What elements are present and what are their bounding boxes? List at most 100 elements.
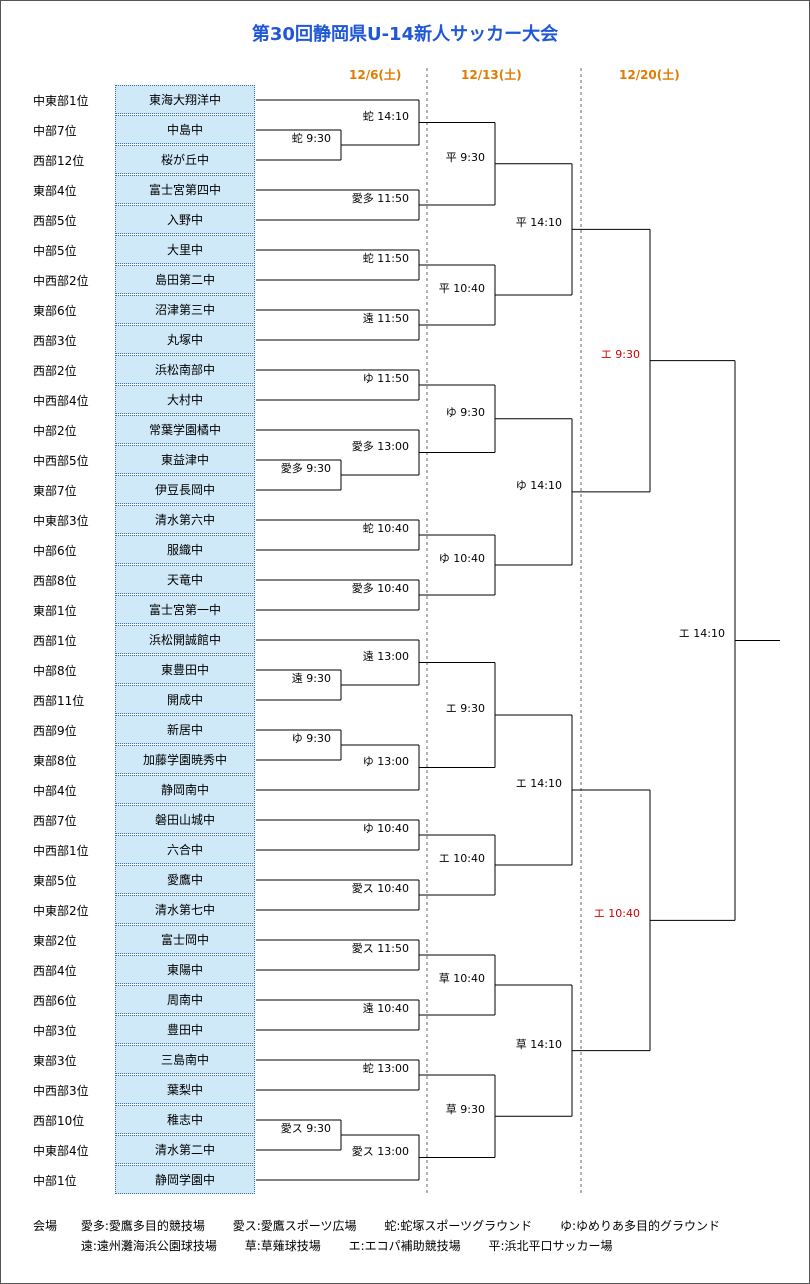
seed-label: 西部9位 xyxy=(33,724,77,738)
team-box: 周南中 xyxy=(115,985,255,1014)
match-label: エ 9:30 xyxy=(445,702,485,715)
seed-label: 東部5位 xyxy=(33,874,77,888)
seed-label: 中部8位 xyxy=(33,664,77,678)
venue-item: ゆ:ゆめりあ多目的グラウンド xyxy=(559,1219,721,1233)
match-label: 愛多 13:00 xyxy=(351,439,409,453)
seed-label: 西部12位 xyxy=(33,154,85,168)
seed-label: 中部5位 xyxy=(33,244,77,258)
seed-label: 中東部2位 xyxy=(33,904,89,918)
match-label: 愛多 9:30 xyxy=(280,462,331,475)
seed-label: 東部6位 xyxy=(33,304,77,318)
seed-label: 中部2位 xyxy=(33,424,77,438)
seed-label: 西部6位 xyxy=(33,994,77,1008)
seed-label: 東部7位 xyxy=(33,484,77,498)
date-round2: 12/13(土) xyxy=(461,68,522,82)
team-box: 天竜中 xyxy=(115,565,255,594)
team-box: 豊田中 xyxy=(115,1015,255,1044)
team-box: 静岡学園中 xyxy=(115,1165,255,1194)
seed-label: 中西部1位 xyxy=(33,844,89,858)
seed-label: 東部8位 xyxy=(33,754,77,768)
team-box: 葉梨中 xyxy=(115,1075,255,1104)
team-box: 三島南中 xyxy=(115,1045,255,1074)
match-label: ゆ 14:10 xyxy=(515,478,562,492)
seed-label: 中部4位 xyxy=(33,784,77,798)
venue-item: 愛ス:愛鷹スポーツ広場 xyxy=(232,1219,357,1233)
match-label: 蛇 9:30 xyxy=(291,132,331,145)
team-box: 清水第六中 xyxy=(115,505,255,534)
team-box: 島田第二中 xyxy=(115,265,255,294)
venue-legend: 会場 愛多:愛鷹多目的競技場 愛ス:愛鷹スポーツ広場 蛇:蛇塚スポーツグラウンド… xyxy=(33,1216,744,1256)
match-label: エ 10:40 xyxy=(438,852,485,865)
venue-item: 蛇:蛇塚スポーツグラウンド xyxy=(384,1219,533,1233)
match-label: 遠 9:30 xyxy=(291,672,331,685)
date-round1: 12/6(土) xyxy=(349,68,402,82)
seed-label: 中部7位 xyxy=(33,124,77,138)
match-label: エ 10:40 xyxy=(593,907,640,921)
venue-item: エ:エコパ補助競技場 xyxy=(348,1239,461,1253)
seed-label: 西部1位 xyxy=(33,634,77,648)
team-box: 富士岡中 xyxy=(115,925,255,954)
venue-row-2: 遠:遠州灘海浜公園球技場 草:草薙球技場 エ:エコパ補助競技場 平:浜北平口サッ… xyxy=(33,1236,744,1256)
team-box: 丸塚中 xyxy=(115,325,255,354)
team-box: 富士宮第四中 xyxy=(115,175,255,204)
match-label: 平 14:10 xyxy=(515,216,562,230)
team-box: 清水第七中 xyxy=(115,895,255,924)
team-box: 東海大翔洋中 xyxy=(115,85,255,114)
team-box: 中島中 xyxy=(115,115,255,144)
team-box: 磐田山城中 xyxy=(115,805,255,834)
seed-label: 西部10位 xyxy=(33,1114,85,1128)
seed-label: 中西部2位 xyxy=(33,274,89,288)
team-box: 服織中 xyxy=(115,535,255,564)
match-label: ゆ 10:40 xyxy=(362,822,409,835)
seed-label: 中東部1位 xyxy=(33,94,89,108)
seed-label: 東部3位 xyxy=(33,1054,77,1068)
venue-item: 平:浜北平口サッカー場 xyxy=(488,1239,613,1253)
match-label: 草 10:40 xyxy=(438,972,485,985)
seed-label: 西部7位 xyxy=(33,814,77,828)
team-box: 稚志中 xyxy=(115,1105,255,1134)
match-label: ゆ 9:30 xyxy=(291,732,331,745)
seed-label: 西部11位 xyxy=(33,694,85,708)
team-box: 桜が丘中 xyxy=(115,145,255,174)
team-box: 富士宮第一中 xyxy=(115,595,255,624)
match-label: 蛇 13:00 xyxy=(362,1062,409,1075)
seed-label: 中部6位 xyxy=(33,544,77,558)
match-label: エ 14:10 xyxy=(515,777,562,790)
venue-item: 遠:遠州灘海浜公園球技場 xyxy=(80,1239,217,1253)
seed-label: 西部2位 xyxy=(33,364,77,378)
match-label: 愛多 11:50 xyxy=(351,192,409,205)
seed-label: 中西部4位 xyxy=(33,394,89,408)
match-label: 遠 13:00 xyxy=(362,649,409,663)
seed-label: 中部1位 xyxy=(33,1174,77,1188)
team-box: 新居中 xyxy=(115,715,255,744)
match-label: 草 9:30 xyxy=(445,1103,485,1117)
tournament-title: 第30回静岡県U-14新人サッカー大会 xyxy=(251,24,559,45)
match-label: ゆ 13:00 xyxy=(362,754,409,768)
match-label: 草 14:10 xyxy=(515,1037,562,1051)
match-label: 遠 10:40 xyxy=(362,1002,409,1015)
match-label: エ 9:30 xyxy=(600,347,640,361)
team-box: 加藤学園暁秀中 xyxy=(115,745,255,774)
match-label: 蛇 11:50 xyxy=(362,252,409,265)
team-box: 浜松南部中 xyxy=(115,355,255,384)
seed-label: 中部3位 xyxy=(33,1024,77,1038)
match-label: 平 10:40 xyxy=(438,282,485,295)
team-box: 清水第二中 xyxy=(115,1135,255,1164)
team-box: 東益津中 xyxy=(115,445,255,474)
match-label: 蛇 14:10 xyxy=(362,109,409,123)
match-label: 愛ス 10:40 xyxy=(351,882,409,895)
match-label: 蛇 10:40 xyxy=(362,522,409,535)
date-round3: 12/20(土) xyxy=(619,68,680,82)
team-box: 東陽中 xyxy=(115,955,255,984)
match-label: 愛ス 9:30 xyxy=(280,1122,331,1135)
team-box: 伊豆長岡中 xyxy=(115,475,255,504)
match-label: ゆ 9:30 xyxy=(445,405,485,419)
team-box: 静岡南中 xyxy=(115,775,255,804)
venue-label: 会場 xyxy=(33,1219,58,1233)
team-box: 大村中 xyxy=(115,385,255,414)
match-label: 遠 11:50 xyxy=(362,312,409,325)
team-box: 常葉学園橘中 xyxy=(115,415,255,444)
seed-label: 中西部3位 xyxy=(33,1084,89,1098)
match-label: ゆ 11:50 xyxy=(362,372,409,385)
